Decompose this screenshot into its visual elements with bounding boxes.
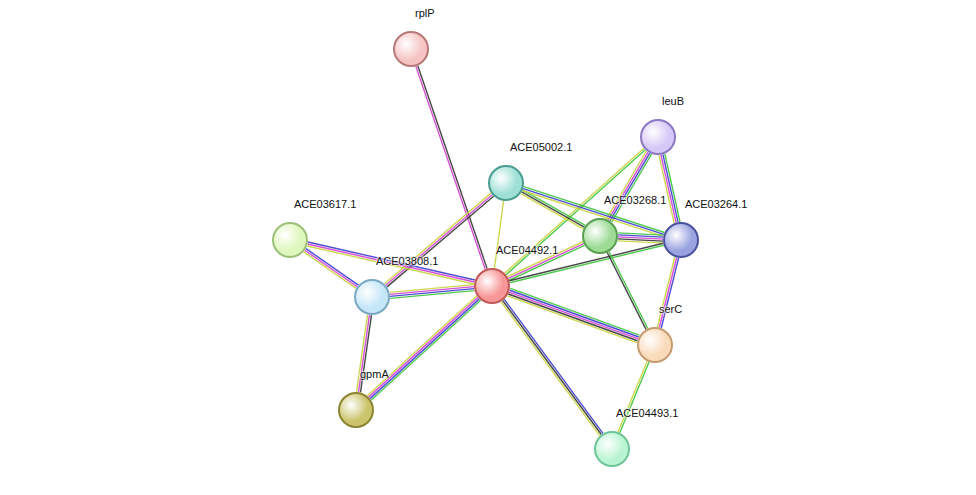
evidence-line <box>494 201 503 268</box>
interaction-edge <box>384 193 493 287</box>
evidence-line <box>510 288 639 335</box>
evidence-line <box>369 297 478 397</box>
protein-label: ACE03264.1 <box>685 198 747 210</box>
evidence-line <box>503 300 602 434</box>
interaction-edge <box>494 201 503 268</box>
evidence-line <box>612 154 652 222</box>
evidence-line <box>357 315 368 392</box>
evidence-line <box>522 192 585 227</box>
evidence-line <box>367 296 476 396</box>
protein-node: ACE04493.1 <box>594 431 630 467</box>
evidence-line <box>510 290 639 337</box>
protein-label: leuB <box>662 95 684 107</box>
interaction-edge <box>607 252 648 330</box>
evidence-line <box>371 300 480 400</box>
interaction-edge <box>416 66 487 270</box>
evidence-line <box>501 302 600 436</box>
evidence-line <box>618 361 647 432</box>
evidence-line <box>661 258 678 328</box>
protein-node: ACE04492.1 <box>474 268 510 304</box>
evidence-line <box>307 246 474 284</box>
evidence-line <box>508 296 637 343</box>
evidence-line <box>657 257 674 327</box>
evidence-line <box>659 155 674 223</box>
evidence-line <box>359 315 370 392</box>
protein-label: ACE03808.1 <box>376 255 438 267</box>
evidence-line <box>521 194 584 229</box>
protein-label: ACE04493.1 <box>616 407 678 419</box>
evidence-line <box>665 154 680 222</box>
evidence-line <box>308 242 475 280</box>
evidence-line <box>659 257 676 327</box>
interaction-edge <box>618 233 663 243</box>
protein-node: ACE03808.1 <box>354 279 390 315</box>
interaction-edge <box>307 242 475 284</box>
evidence-line <box>304 252 356 288</box>
interaction-edge <box>357 315 372 393</box>
evidence-line <box>618 241 663 243</box>
protein-node: rplP <box>393 31 429 67</box>
evidence-line <box>418 66 487 269</box>
protein-label: gpmA <box>360 368 389 380</box>
protein-label: ACE03617.1 <box>294 198 356 210</box>
evidence-line <box>370 299 479 399</box>
interaction-edge <box>501 299 603 435</box>
interaction-edge <box>304 249 359 289</box>
evidence-line <box>661 155 676 223</box>
evidence-line <box>663 154 678 222</box>
protein-label: ACE04492.1 <box>496 244 558 256</box>
evidence-line <box>620 362 649 433</box>
protein-label: serC <box>659 303 682 315</box>
evidence-line <box>504 299 603 433</box>
protein-node: ACE03617.1 <box>272 222 308 258</box>
protein-node: leuB <box>640 119 676 155</box>
interaction-edge <box>390 285 475 299</box>
interaction-edge <box>367 296 480 400</box>
protein-label: ACE03268.1 <box>604 194 666 206</box>
interaction-edge <box>657 257 678 328</box>
interaction-edge <box>659 154 680 223</box>
evidence-line <box>390 285 474 293</box>
evidence-line <box>607 253 646 330</box>
evidence-line <box>308 244 475 282</box>
evidence-line <box>416 66 485 269</box>
protein-node: gpmA <box>338 392 374 428</box>
protein-node: ACE03268.1 <box>582 218 618 254</box>
protein-node: serC <box>637 327 673 363</box>
protein-label: rplP <box>415 7 435 19</box>
protein-node: ACE03264.1 <box>663 222 699 258</box>
evidence-line <box>607 151 647 219</box>
protein-label: ACE05002.1 <box>510 141 572 153</box>
interaction-edge <box>618 361 649 432</box>
evidence-line <box>609 252 648 329</box>
protein-node: ACE05002.1 <box>488 165 524 201</box>
evidence-line <box>384 193 491 284</box>
